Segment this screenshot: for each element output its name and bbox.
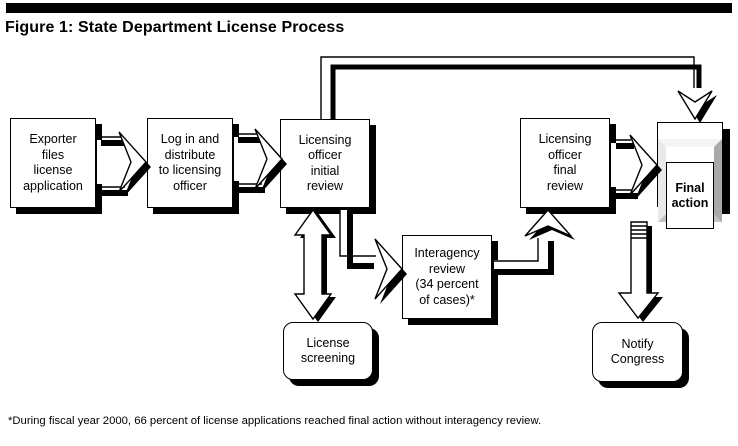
final-action-bevel-frame: Final action [658, 138, 722, 229]
figure-top-rule [6, 3, 732, 13]
arrow-initial-review-to-interagency [339, 210, 407, 304]
arrow-final-review-to-final-action [611, 134, 662, 200]
node-license-screening: License screening [283, 322, 373, 380]
node-label: Final action [666, 162, 714, 229]
node-notify-congress: Notify Congress [592, 322, 683, 382]
figure-footnote: *During fiscal year 2000, 66 percent of … [8, 415, 542, 427]
node-final-action: Final action [657, 122, 723, 229]
node-exporter-files-application: Exporter files license application [10, 118, 96, 208]
node-label: Log in and distribute to licensing offic… [158, 132, 222, 193]
node-label: Exporter files license application [23, 132, 83, 193]
node-log-in-and-distribute: Log in and distribute to licensing offic… [147, 118, 233, 208]
node-label: Licensing officer initial review [298, 132, 352, 194]
node-label: Interagency review (34 percent of cases)… [414, 246, 480, 307]
node-label: Licensing officer final review [538, 132, 592, 193]
node-licensing-officer-initial-review: Licensing officer initial review [280, 119, 370, 208]
node-licensing-officer-final-review: Licensing officer final review [520, 118, 610, 208]
node-label: License screening [300, 335, 356, 366]
arrow-exporter-to-login [97, 131, 151, 197]
arrow-final-action-to-notify-congress [617, 221, 663, 322]
node-interagency-review: Interagency review (34 percent of cases)… [402, 235, 492, 319]
node-label: Notify Congress [610, 336, 665, 367]
arrow-interagency-to-final-review [494, 208, 575, 275]
arrow-initial-review-license-screening-bidirectional [293, 208, 336, 322]
arrow-initial-review-to-final-action [320, 56, 717, 123]
figure-title: Figure 1: State Department License Proce… [5, 19, 345, 36]
